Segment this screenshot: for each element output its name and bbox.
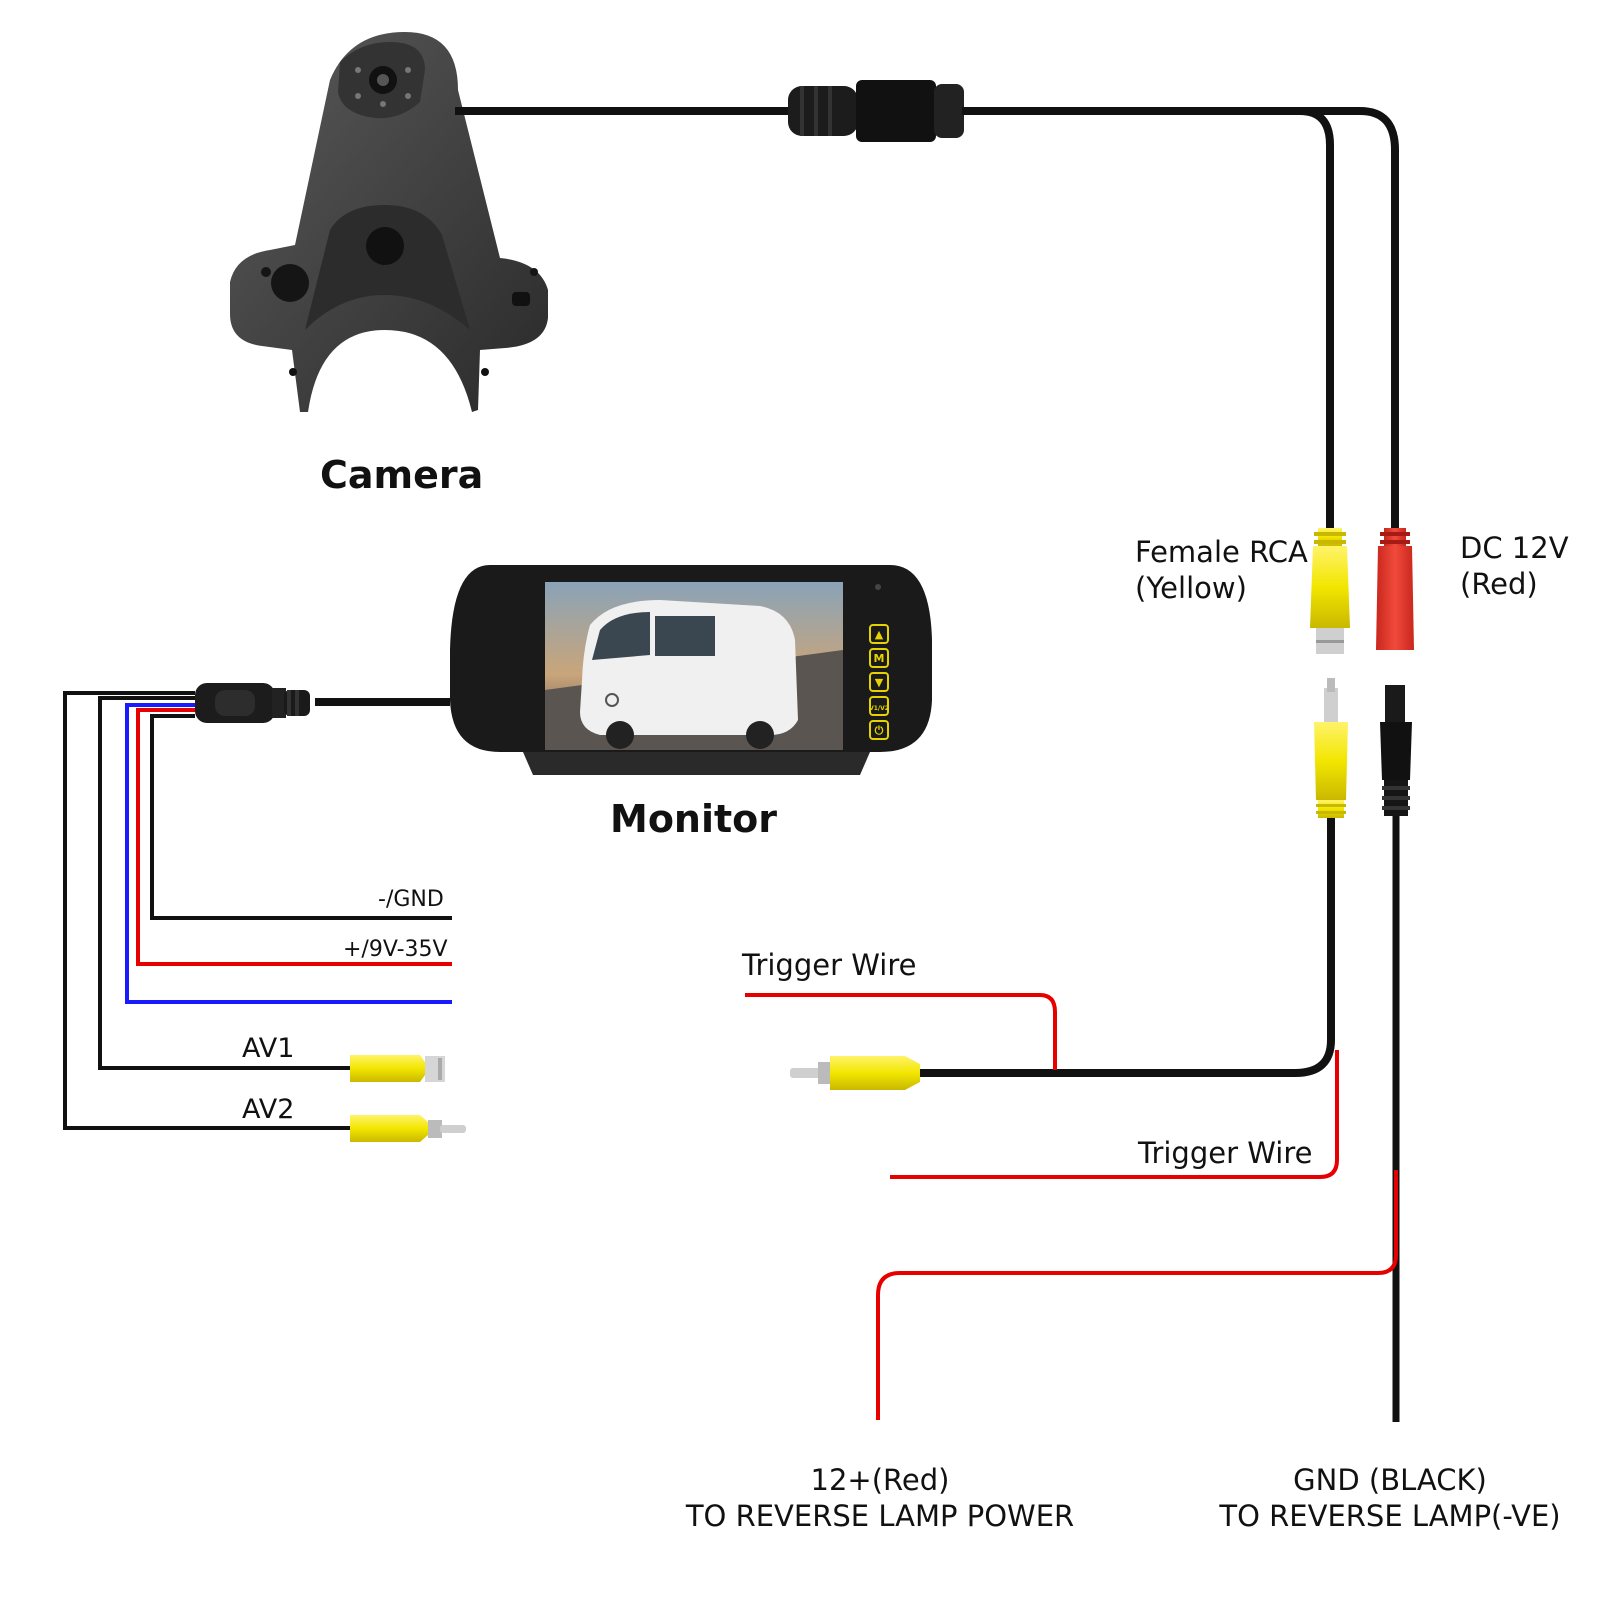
reverse-lamp-power-wire bbox=[876, 1170, 1398, 1420]
female-rca-yellow-connector bbox=[1310, 528, 1350, 654]
video-cable bbox=[915, 818, 1335, 1077]
monitor-harness bbox=[63, 683, 466, 1142]
wire-power-red bbox=[136, 708, 452, 966]
reverse-lamp-power-label: 12+(Red) TO REVERSE LAMP POWER bbox=[670, 1462, 1090, 1535]
camera-unit bbox=[230, 32, 548, 412]
camera-label: Camera bbox=[320, 453, 484, 497]
reverse-lamp-gnd-label-line1: GND (BLACK) bbox=[1293, 1463, 1487, 1497]
wire-av2 bbox=[63, 691, 350, 1130]
female-rca-label-line2: (Yellow) bbox=[1135, 571, 1247, 606]
trigger-wire-top bbox=[745, 993, 1057, 1070]
power-wire-label: +/9V-35V bbox=[343, 937, 448, 962]
monitor-source-button-label: V1/V2 bbox=[869, 705, 889, 712]
av1-female-rca bbox=[350, 1055, 445, 1082]
reverse-lamp-power-label-line1: 12+(Red) bbox=[810, 1463, 950, 1497]
monitor-menu-button[interactable] bbox=[869, 648, 889, 668]
reverse-lamp-gnd-label: GND (BLACK) TO REVERSE LAMP(-VE) bbox=[1200, 1462, 1580, 1535]
monitor-up-button[interactable] bbox=[869, 624, 889, 644]
mercedes-logo-icon bbox=[605, 693, 619, 707]
reverse-lamp-gnd-label-line2: TO REVERSE LAMP(-VE) bbox=[1219, 1499, 1561, 1534]
trigger-wire-top-label: Trigger Wire bbox=[742, 948, 917, 982]
av2-male-rca bbox=[350, 1115, 466, 1142]
camera-cable-dc bbox=[962, 107, 1399, 530]
monitor-down-button[interactable] bbox=[869, 672, 889, 692]
camera-cable bbox=[455, 80, 1399, 530]
dc12v-red-connector bbox=[1376, 528, 1414, 650]
monitor-power-button[interactable] bbox=[869, 720, 889, 740]
gnd-wire-label: -/GND bbox=[378, 887, 444, 912]
dc12v-label-line2: (Red) bbox=[1460, 567, 1538, 602]
dc12v-label-line1: DC 12V bbox=[1460, 531, 1569, 565]
camera-cable-rca bbox=[962, 107, 1334, 530]
rca-male-to-monitor bbox=[790, 1056, 920, 1090]
monitor-buttons: ▲ M ▼ V1/V2 ⏻ bbox=[869, 624, 889, 740]
female-rca-label-line1: Female RCA bbox=[1135, 535, 1308, 569]
camera-bracket bbox=[305, 205, 470, 330]
wire-gnd-black bbox=[150, 714, 452, 920]
male-rca-yellow-connector bbox=[1314, 678, 1348, 818]
monitor-down-button-label: ▼ bbox=[875, 676, 884, 689]
male-dc-black-connector bbox=[1380, 685, 1412, 816]
trigger-wire-bottom bbox=[890, 1050, 1339, 1179]
monitor-label: Monitor bbox=[610, 797, 778, 841]
camera-mount-hole-icon bbox=[366, 227, 404, 265]
dc12v-label: DC 12V (Red) bbox=[1460, 530, 1569, 603]
reverse-lamp-power-label-line2: TO REVERSE LAMP POWER bbox=[685, 1499, 1075, 1534]
right-wiring bbox=[745, 816, 1400, 1422]
camera-connector-male bbox=[788, 86, 858, 136]
wire-blue bbox=[125, 703, 452, 1004]
trigger-wire-bottom-label: Trigger Wire bbox=[1138, 1136, 1313, 1170]
monitor-source-button[interactable] bbox=[869, 696, 889, 716]
wire-av1 bbox=[98, 696, 350, 1070]
av1-label: AV1 bbox=[242, 1033, 295, 1064]
av2-label: AV2 bbox=[242, 1094, 295, 1125]
monitor-unit: ▲ M ▼ V1/V2 ⏻ bbox=[450, 565, 932, 775]
monitor-menu-button-label: M bbox=[874, 652, 885, 665]
camera-side-hole-icon bbox=[271, 264, 309, 302]
female-rca-label: Female RCA (Yellow) bbox=[1135, 534, 1308, 607]
monitor-up-button-label: ▲ bbox=[875, 628, 884, 641]
monitor-power-button-label: ⏻ bbox=[875, 724, 884, 737]
